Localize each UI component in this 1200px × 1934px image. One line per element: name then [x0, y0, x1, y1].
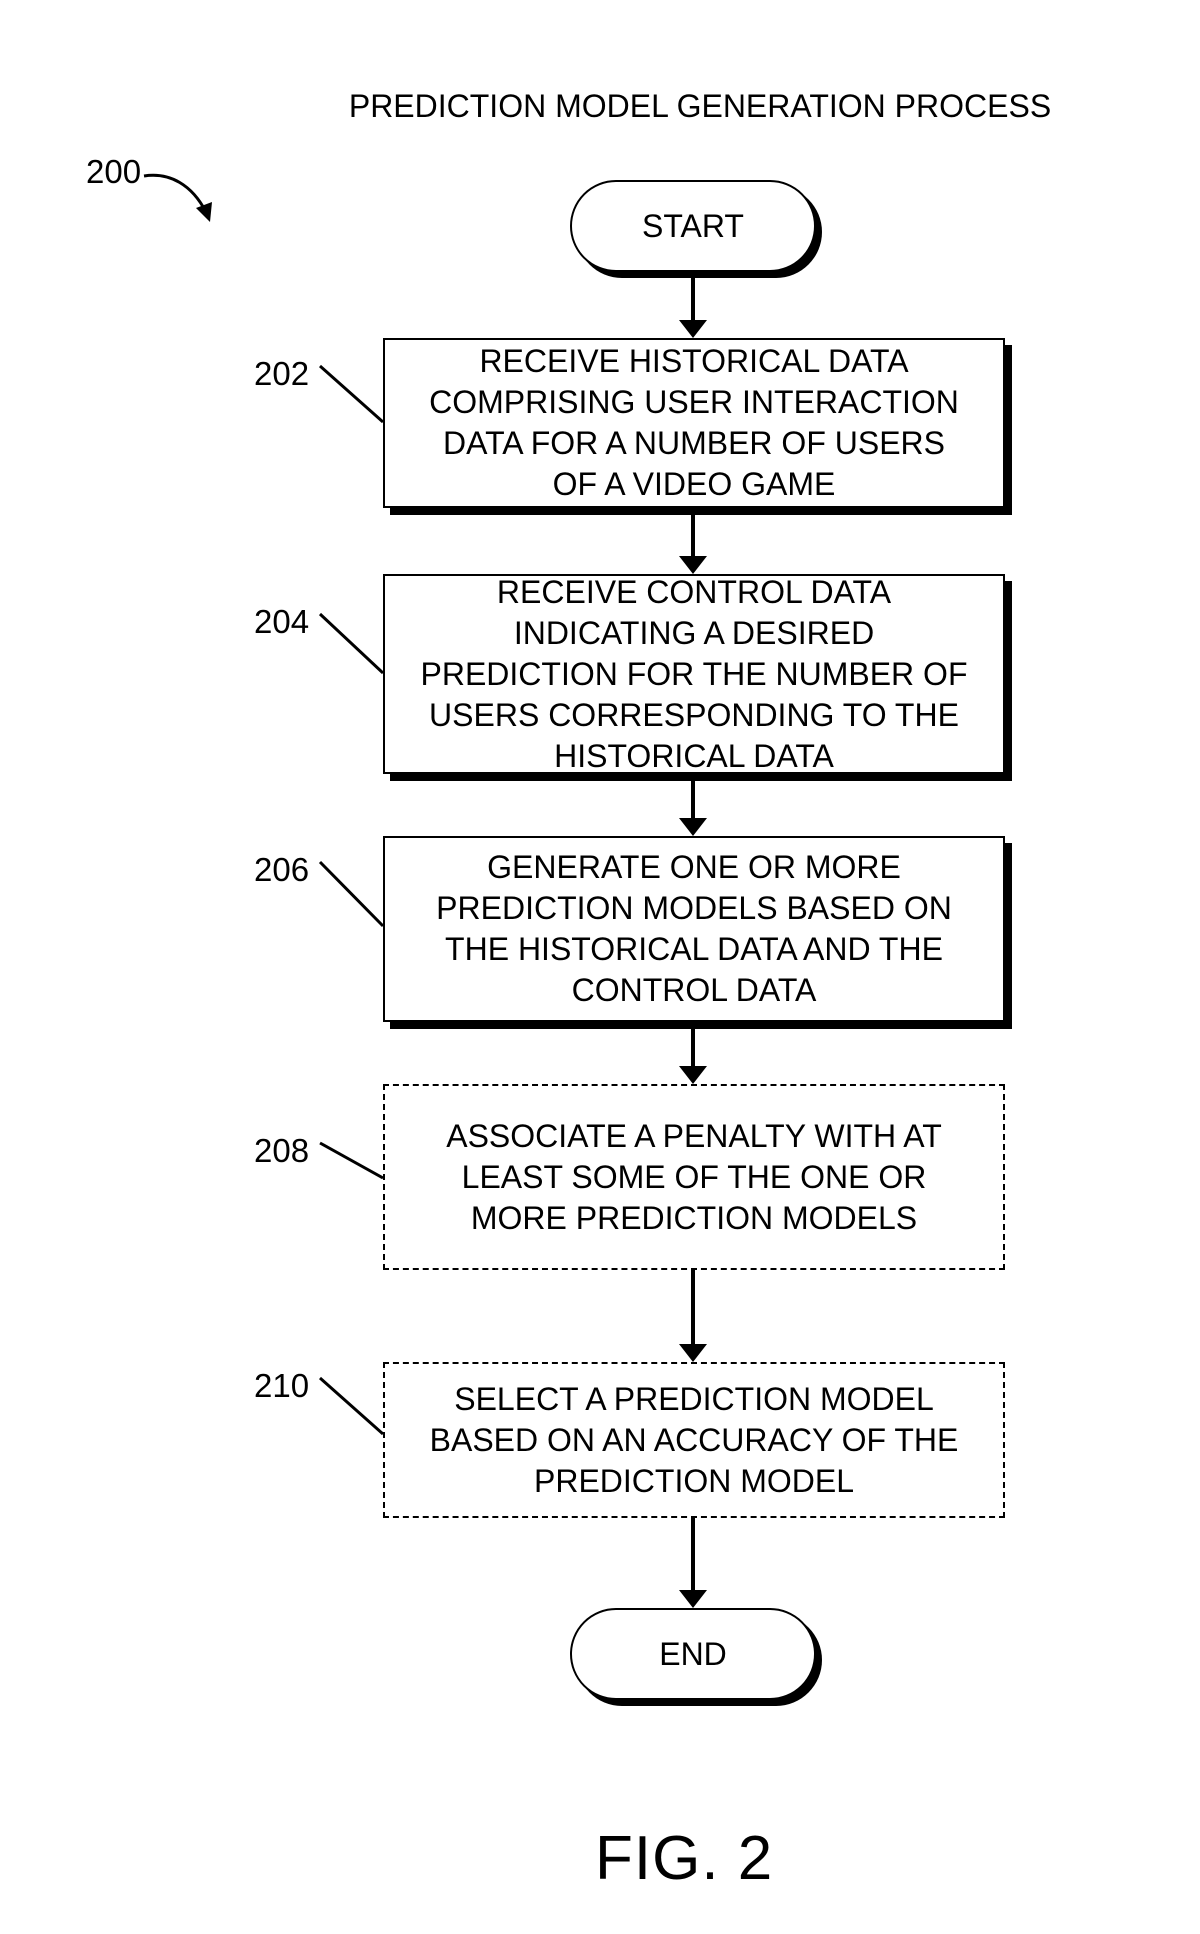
arrowhead-210 — [679, 1344, 707, 1362]
figure-ref-number: 200 — [86, 153, 142, 190]
figure-ref-arrowhead — [196, 202, 212, 222]
process-box-204: RECEIVE CONTROL DATA INDICATING A DESIRE… — [383, 574, 1005, 774]
arrowhead-206 — [679, 818, 707, 836]
process-box-208: ASSOCIATE A PENALTY WITH AT LEAST SOME O… — [383, 1084, 1005, 1270]
step-ref-210: 210 — [254, 1367, 310, 1404]
step-ref-202: 202 — [254, 355, 310, 392]
step-text-204: RECEIVE CONTROL DATA INDICATING A DESIRE… — [420, 573, 968, 774]
process-box-210: SELECT A PREDICTION MODEL BASED ON AN AC… — [383, 1362, 1005, 1518]
step-text-202: RECEIVE HISTORICAL DATA COMPRISING USER … — [429, 343, 959, 502]
arrowhead-208 — [679, 1066, 707, 1084]
arrowhead-end — [679, 1590, 707, 1608]
step-text-206: GENERATE ONE OR MORE PREDICTION MODELS B… — [436, 849, 952, 1008]
end-label: END — [659, 1635, 727, 1672]
arrowhead-204 — [679, 556, 707, 574]
leader-line-210 — [319, 1376, 384, 1436]
start-terminal: START — [570, 180, 816, 272]
step-text-210: SELECT A PREDICTION MODEL BASED ON AN AC… — [429, 1380, 959, 1499]
leader-line-204 — [318, 612, 385, 675]
process-box-202: RECEIVE HISTORICAL DATA COMPRISING USER … — [383, 338, 1005, 508]
process-box-206: GENERATE ONE OR MORE PREDICTION MODELS B… — [383, 836, 1005, 1022]
leader-line-208 — [319, 1141, 384, 1180]
end-terminal: END — [570, 1608, 816, 1700]
figure-ref-arrow — [143, 173, 208, 213]
start-label: START — [642, 207, 744, 244]
step-ref-206: 206 — [254, 851, 310, 888]
figure-caption: FIG. 2 — [595, 1824, 774, 1893]
step-ref-204: 204 — [254, 603, 310, 640]
arrowhead-202 — [679, 320, 707, 338]
leader-line-202 — [319, 364, 384, 424]
leader-line-206 — [318, 860, 385, 928]
step-ref-208: 208 — [254, 1132, 310, 1169]
process-title: PREDICTION MODEL GENERATION PROCESS — [348, 88, 1052, 124]
step-text-208: ASSOCIATE A PENALTY WITH AT LEAST SOME O… — [446, 1117, 942, 1236]
